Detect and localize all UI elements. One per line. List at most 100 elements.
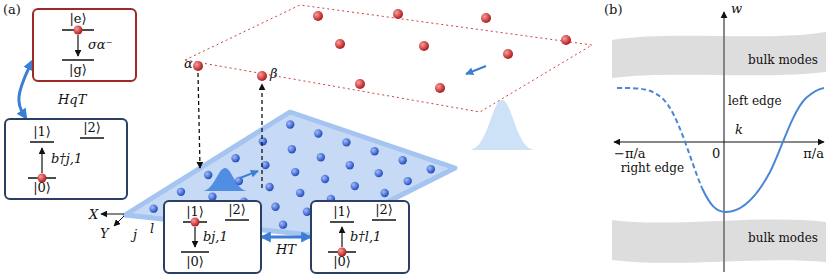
figure-label: X [89,207,98,223]
level-label: |1⟩ [186,204,204,220]
level-label: |1⟩ [33,124,51,140]
absorption-arrow [261,84,262,188]
figure-label: j [133,227,137,243]
energy-level [372,219,396,221]
lattice-sites [149,120,435,233]
left-edge-curve [702,88,824,212]
k-axis [614,142,824,143]
emitter-atom [335,39,345,49]
figure-label: α [184,56,193,72]
band-fill [612,219,826,262]
figure-label: (b) [604,2,622,18]
emitter-atom [355,79,365,89]
level-label: b†j,1 [51,151,82,167]
emitter-atom [313,11,323,21]
wave-packet [203,168,247,191]
figure-label: right edge [621,160,684,176]
transition-arrow [41,148,42,173]
lattice-site [279,220,287,228]
energy-level [225,219,249,221]
figure-label: l [150,221,154,237]
lattice-site [346,161,354,169]
level-label: |2⟩ [83,120,101,136]
level-label: |2⟩ [375,202,393,218]
figure-label: k [735,122,743,138]
level-label: b†l,1 [350,229,381,245]
energy-level [80,137,104,139]
axis-arrow [114,216,124,226]
transition-arrow [341,227,342,247]
site-level-box: |1⟩ |2⟩ b†l,1 |0⟩ [310,200,410,274]
emitter-atom [503,49,513,59]
figure-label: w [731,1,742,17]
lattice-site [265,183,273,191]
packet-arrow [240,171,258,178]
figure-label: −π/a [614,146,646,162]
lattice-site [291,168,299,176]
lattice-site [321,175,329,183]
energy-level [30,141,54,143]
coupling-label: HqT [56,92,88,108]
emitter-atom [481,13,491,23]
level-label: |e⟩ [69,11,86,27]
emission-arrow [198,73,200,168]
emitters [193,9,571,93]
level-label: σα⁻ [88,37,113,53]
lattice-site [342,138,350,146]
emitter-plane [185,5,592,112]
energy-level [181,251,209,253]
emitter-atom [393,9,403,19]
transition-arrow [194,227,195,247]
lattice-site [149,204,157,212]
figure-label: β [270,66,278,82]
energy-level [62,59,94,61]
figure-label: π/a [803,146,824,162]
lattice-site [286,120,294,128]
lattice-site [317,153,325,161]
lattice-site [398,156,406,164]
lattice-site [380,189,388,197]
lattice-site [404,177,412,185]
bulk-band: bulk modes [612,214,826,268]
lattice-site [314,129,322,137]
axis-arrow [101,214,124,215]
lattice-site [427,165,435,173]
site-level-box: |1⟩ |2⟩b†j,1|0⟩ [4,118,128,200]
lattice-site [296,189,304,197]
figure-label: 0 [712,146,720,162]
emitter-level-box: |e⟩ |g⟩σα⁻ [32,8,137,82]
level-label: |0⟩ [186,254,204,270]
coupling-arrow [262,236,310,239]
level-label: |0⟩ [33,180,51,196]
band-label: bulk modes [748,52,818,68]
emitter-atom [419,41,429,51]
energy-level [330,221,354,223]
figure-label: left edge [728,93,782,109]
coupling-label: HT [274,242,298,258]
level-label: |0⟩ [333,254,351,270]
lattice-site [177,188,185,196]
figure-label: (a) [3,2,21,18]
level-label: |g⟩ [69,62,87,78]
emitter-atom [257,71,267,81]
level-label: |2⟩ [228,202,246,218]
band-fill [612,32,826,78]
emitter-atom [193,61,203,71]
transition-arrow [77,35,78,56]
lattice-site [375,169,383,177]
population-dot [74,26,83,35]
level-label: |1⟩ [333,204,351,220]
band-label: bulk modes [748,230,818,246]
bulk-band: bulk modes [612,28,826,82]
lattice-site [271,203,279,211]
lattice-site [231,154,239,162]
emitter-atom [435,83,445,93]
level-label: bj,1 [203,229,228,245]
right-edge-curve [617,88,702,188]
emitter-atom [561,35,571,45]
lattice-site [351,182,359,190]
site-level-box: |1⟩ |2⟩bj,1 |0⟩ [163,200,262,274]
coupling-arrow [19,61,32,118]
packet-arrow [466,66,486,74]
lattice-site [259,137,267,145]
